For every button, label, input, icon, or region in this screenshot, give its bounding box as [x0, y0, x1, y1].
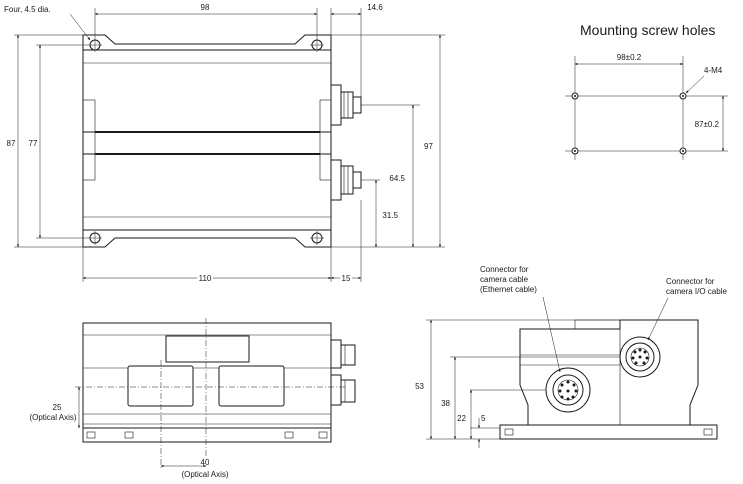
dim-64-5: 64.5 — [389, 174, 405, 183]
mounting-hole-icon — [88, 231, 102, 245]
dim-15: 15 — [342, 274, 351, 283]
top-flange-lower — [82, 229, 332, 248]
dim-97: 97 — [424, 142, 433, 151]
dim-98: 98 — [201, 3, 210, 12]
top-connector-upper-icon — [330, 84, 362, 126]
dim-53: 53 — [415, 382, 424, 391]
dim-87: 87 — [7, 139, 16, 148]
dim-22: 22 — [457, 414, 466, 423]
screw-hole-icon — [571, 92, 579, 100]
front-lens-left — [127, 365, 194, 407]
mounting-hole-icon — [310, 231, 324, 245]
connector-io-line2: camera I/O cable — [666, 287, 727, 296]
top-connector-lower-icon — [330, 159, 362, 201]
dim-40: 40 — [201, 458, 210, 467]
front-lens-right — [218, 365, 285, 407]
side-base-plate — [499, 424, 718, 440]
dim-5: 5 — [481, 414, 486, 423]
dim-25: 25 — [53, 403, 62, 412]
optical-axis-bottom: (Optical Axis) — [181, 470, 228, 479]
io-connector-icon — [619, 336, 661, 378]
front-view: 25 (Optical Axis) 40 (Optical Axis) — [29, 318, 356, 479]
ethernet-connector-icon — [545, 367, 591, 413]
mounting-hole-icon — [310, 38, 324, 52]
front-connector-upper-icon — [330, 339, 356, 369]
connector-ethernet-line3: (Ethernet cable) — [480, 285, 537, 294]
dim-31-5: 31.5 — [382, 211, 398, 220]
dim-38: 38 — [441, 399, 450, 408]
connector-io-line1: Connector for — [666, 277, 715, 286]
pitch-horizontal: 98±0.2 — [617, 53, 642, 62]
mounting-screw-holes: Mounting screw holes 98±0.2 87±0.2 4-M4 — [565, 22, 728, 160]
mounting-hole-icon — [88, 38, 102, 52]
dim-110: 110 — [199, 274, 212, 283]
connector-ethernet-line2: camera cable — [480, 275, 529, 284]
side-main-body — [519, 319, 699, 426]
hole-note: Four, 4.5 dia. — [4, 5, 51, 14]
top-center-band — [82, 131, 332, 155]
screw-hole-icon — [679, 147, 687, 155]
front-base-plate — [82, 427, 332, 443]
optical-axis-left: (Optical Axis) — [29, 413, 76, 422]
dim-14-6: 14.6 — [367, 3, 383, 12]
pitch-vertical: 87±0.2 — [695, 120, 720, 129]
side-view: Connector for camera cable (Ethernet cab… — [415, 265, 727, 448]
mounting-title: Mounting screw holes — [580, 22, 715, 38]
top-flange-upper — [82, 34, 332, 51]
top-view: Four, 4.5 dia. 98 14.6 87 77 97 64.5 31.… — [4, 3, 445, 285]
screw-hole-icon — [679, 92, 687, 100]
dim-77: 77 — [29, 139, 38, 148]
connector-ethernet-line1: Connector for — [480, 265, 529, 274]
screw-hole-icon — [571, 147, 579, 155]
front-connector-lower-icon — [330, 374, 356, 406]
front-top-window — [165, 335, 250, 363]
thread-callout: 4-M4 — [704, 66, 723, 75]
